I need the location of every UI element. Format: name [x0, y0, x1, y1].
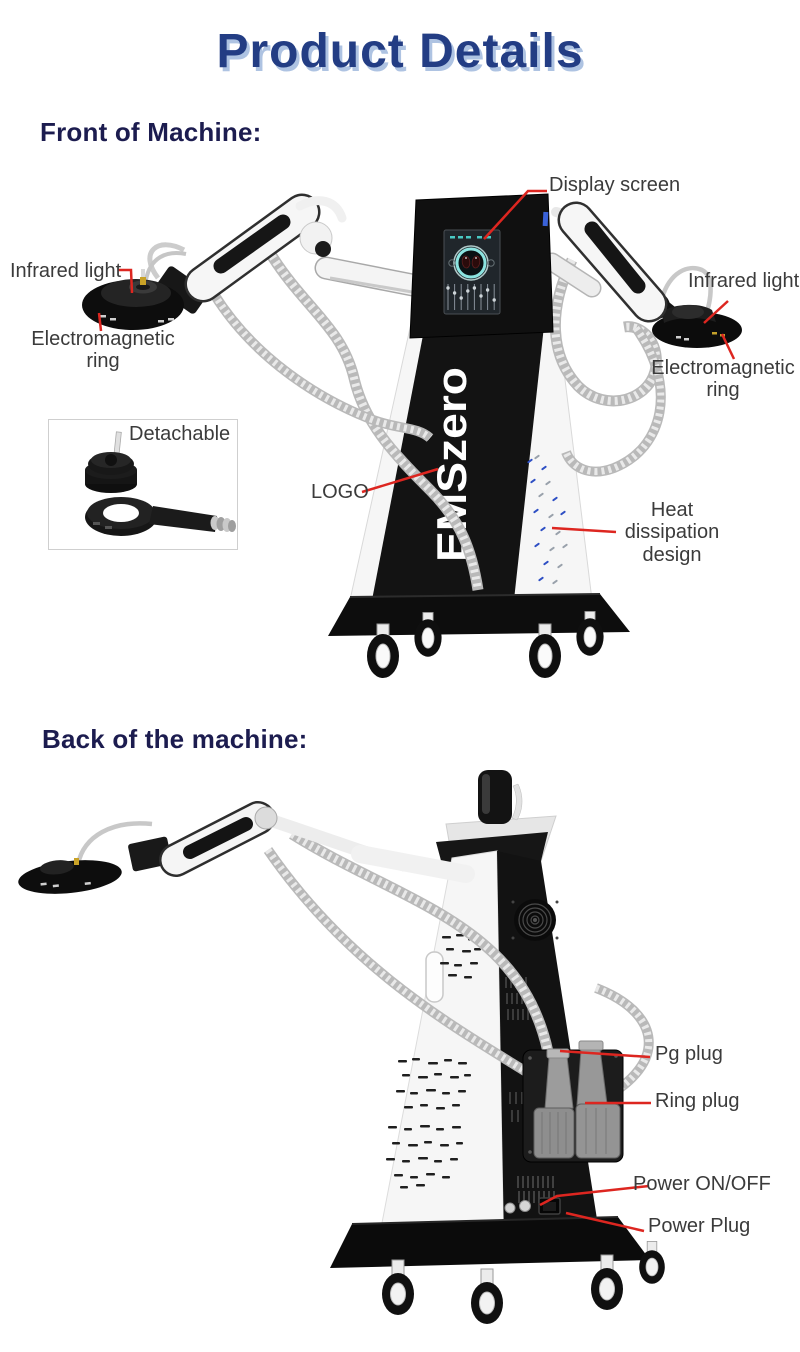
page-title: Product Details: [216, 25, 584, 78]
callout-line-ring-left: [97, 312, 103, 332]
front-section-heading: Front of Machine:: [40, 117, 262, 147]
caster-wheel: [639, 1240, 665, 1284]
label-pg-plug: Pg plug: [655, 1043, 723, 1065]
callout-line-infrared-right: [703, 300, 729, 324]
caster-wheel: [591, 1254, 623, 1310]
heat-dissipation-vents: [527, 454, 568, 585]
callout-line-display-screen: [483, 189, 547, 240]
back-caster-wheels: [382, 1240, 665, 1324]
front-left-arm: [82, 193, 484, 591]
caster-wheel: [471, 1268, 503, 1324]
callout-line-infrared-left: [118, 268, 134, 294]
display-head: [409, 193, 554, 339]
back-section-heading: Back of the machine:: [42, 724, 308, 754]
callout-line-heat: [551, 526, 617, 534]
caster-wheel: [576, 611, 604, 656]
screen-glow-circle: [455, 247, 487, 279]
detachable-inset-box: Detachable: [48, 419, 238, 550]
callout-line-power-on-off: [539, 1184, 650, 1207]
ring-plug-block: [575, 1103, 621, 1159]
label-electromagnetic-ring-left: Electromagnetic ring: [31, 328, 175, 373]
power-area: [504, 1197, 561, 1215]
front-caster-wheels: [367, 611, 604, 678]
caster-wheel: [382, 1259, 414, 1315]
back-callout-lines: [539, 1049, 651, 1233]
label-logo: LOGO: [311, 481, 369, 503]
label-detachable: Detachable: [129, 423, 231, 445]
power-on-off-button: [519, 1200, 531, 1212]
front-right-arm: [542, 201, 742, 477]
back-tower: [376, 770, 599, 1250]
front-base: [328, 593, 630, 636]
infrared-light-connector-left: [141, 269, 145, 278]
label-display-screen: Display screen: [549, 174, 681, 196]
detachable-knob: [85, 431, 137, 493]
callout-line-logo: [361, 467, 439, 494]
blue-accent: [542, 211, 549, 227]
plug-assembly: [522, 1040, 624, 1163]
label-electromagnetic-ring-right: Electromagnetic ring: [651, 357, 795, 402]
front-machine-illustration: EMSzero: [82, 189, 742, 678]
front-callout-lines: [97, 189, 736, 534]
side-handle: [425, 951, 444, 1003]
side-panel-vents: [386, 934, 481, 1189]
detachable-ring-handle: [85, 497, 236, 536]
machine-logo-text: EMSzero: [428, 367, 475, 562]
label-infrared-light-left: Infrared light: [10, 260, 122, 282]
back-base: [330, 1216, 650, 1268]
left-applicator: [82, 251, 209, 330]
label-infrared-light-right: Infrared light: [688, 270, 800, 292]
left-handpiece-pad: [213, 214, 291, 274]
callout-line-ring-right: [720, 333, 736, 360]
power-on-off-button: [504, 1202, 516, 1214]
back-machine-illustration: [18, 770, 665, 1324]
display-screen: [443, 229, 501, 315]
right-applicator: [652, 304, 742, 348]
ring-plug-block: [533, 1107, 575, 1159]
fan-grille: [511, 899, 559, 941]
label-power-on-off: Power ON/OFF: [633, 1173, 771, 1195]
caster-wheel: [367, 623, 399, 678]
callout-line-pg-plug: [559, 1049, 651, 1059]
back-applicator: [18, 860, 122, 894]
callout-line-power-plug: [565, 1211, 645, 1233]
caster-wheel: [414, 612, 442, 657]
front-tower: EMSzero: [349, 305, 593, 601]
caster-wheel: [529, 623, 561, 678]
label-ring-plug: Ring plug: [655, 1090, 740, 1112]
right-handpiece-pad: [584, 221, 646, 294]
detachable-part-illustration: [85, 431, 236, 536]
label-heat-dissipation: Heat dissipation design: [624, 499, 720, 566]
label-power-plug: Power Plug: [648, 1215, 751, 1237]
back-arm: [18, 801, 654, 1109]
back-handpiece-pad: [183, 817, 253, 859]
